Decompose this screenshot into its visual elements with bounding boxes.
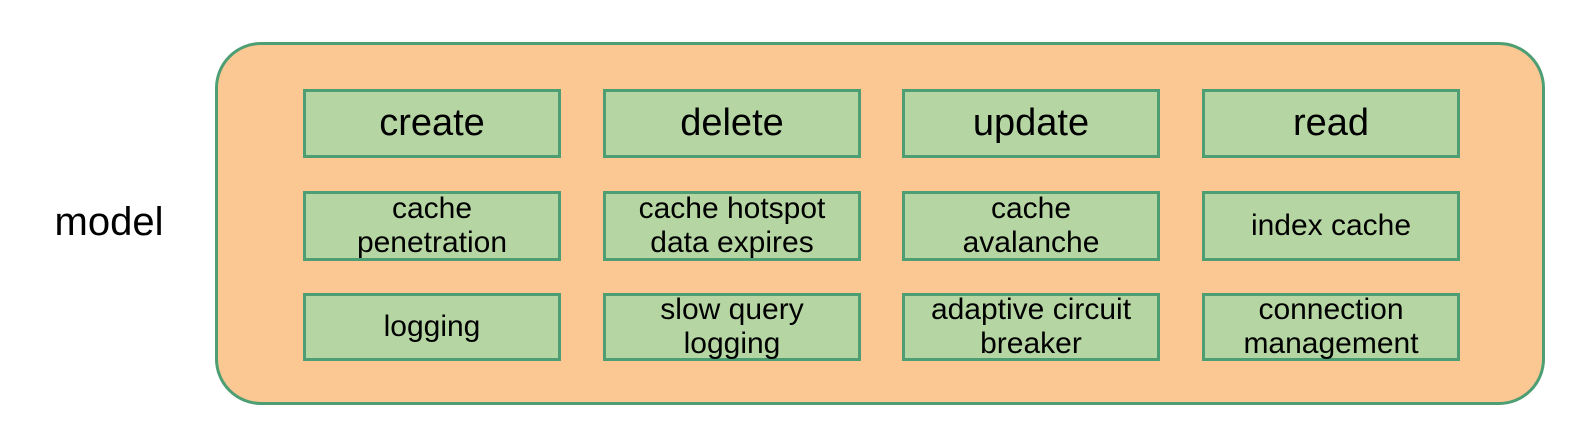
node-label: read (1292, 102, 1370, 145)
node-label: slow query logging (660, 293, 804, 360)
model-group-container: create delete update read cache penetrat… (215, 42, 1545, 405)
node-label: cache penetration (356, 192, 508, 259)
node-index-cache[interactable]: index cache (1202, 191, 1460, 261)
node-slow-query-logging[interactable]: slow query logging (603, 293, 861, 361)
node-label: connection management (1243, 293, 1419, 360)
node-read[interactable]: read (1202, 89, 1460, 158)
node-create[interactable]: create (303, 89, 561, 158)
node-label: update (972, 102, 1090, 145)
node-cache-hotspot-data-expires[interactable]: cache hotspot data expires (603, 191, 861, 261)
node-label: logging (383, 310, 481, 344)
node-label: cache avalanche (962, 192, 1100, 259)
node-label: adaptive circuit breaker (930, 293, 1132, 360)
node-label: cache hotspot data expires (638, 192, 826, 259)
group-label-model: model (54, 200, 164, 244)
node-update[interactable]: update (902, 89, 1160, 158)
node-cache-penetration[interactable]: cache penetration (303, 191, 561, 261)
node-label: create (379, 102, 485, 145)
node-label: index cache (1250, 209, 1412, 243)
node-label: delete (680, 102, 784, 145)
node-cache-avalanche[interactable]: cache avalanche (902, 191, 1160, 261)
node-delete[interactable]: delete (603, 89, 861, 158)
node-logging[interactable]: logging (303, 293, 561, 361)
node-adaptive-circuit-breaker[interactable]: adaptive circuit breaker (902, 293, 1160, 361)
node-connection-management[interactable]: connection management (1202, 293, 1460, 361)
